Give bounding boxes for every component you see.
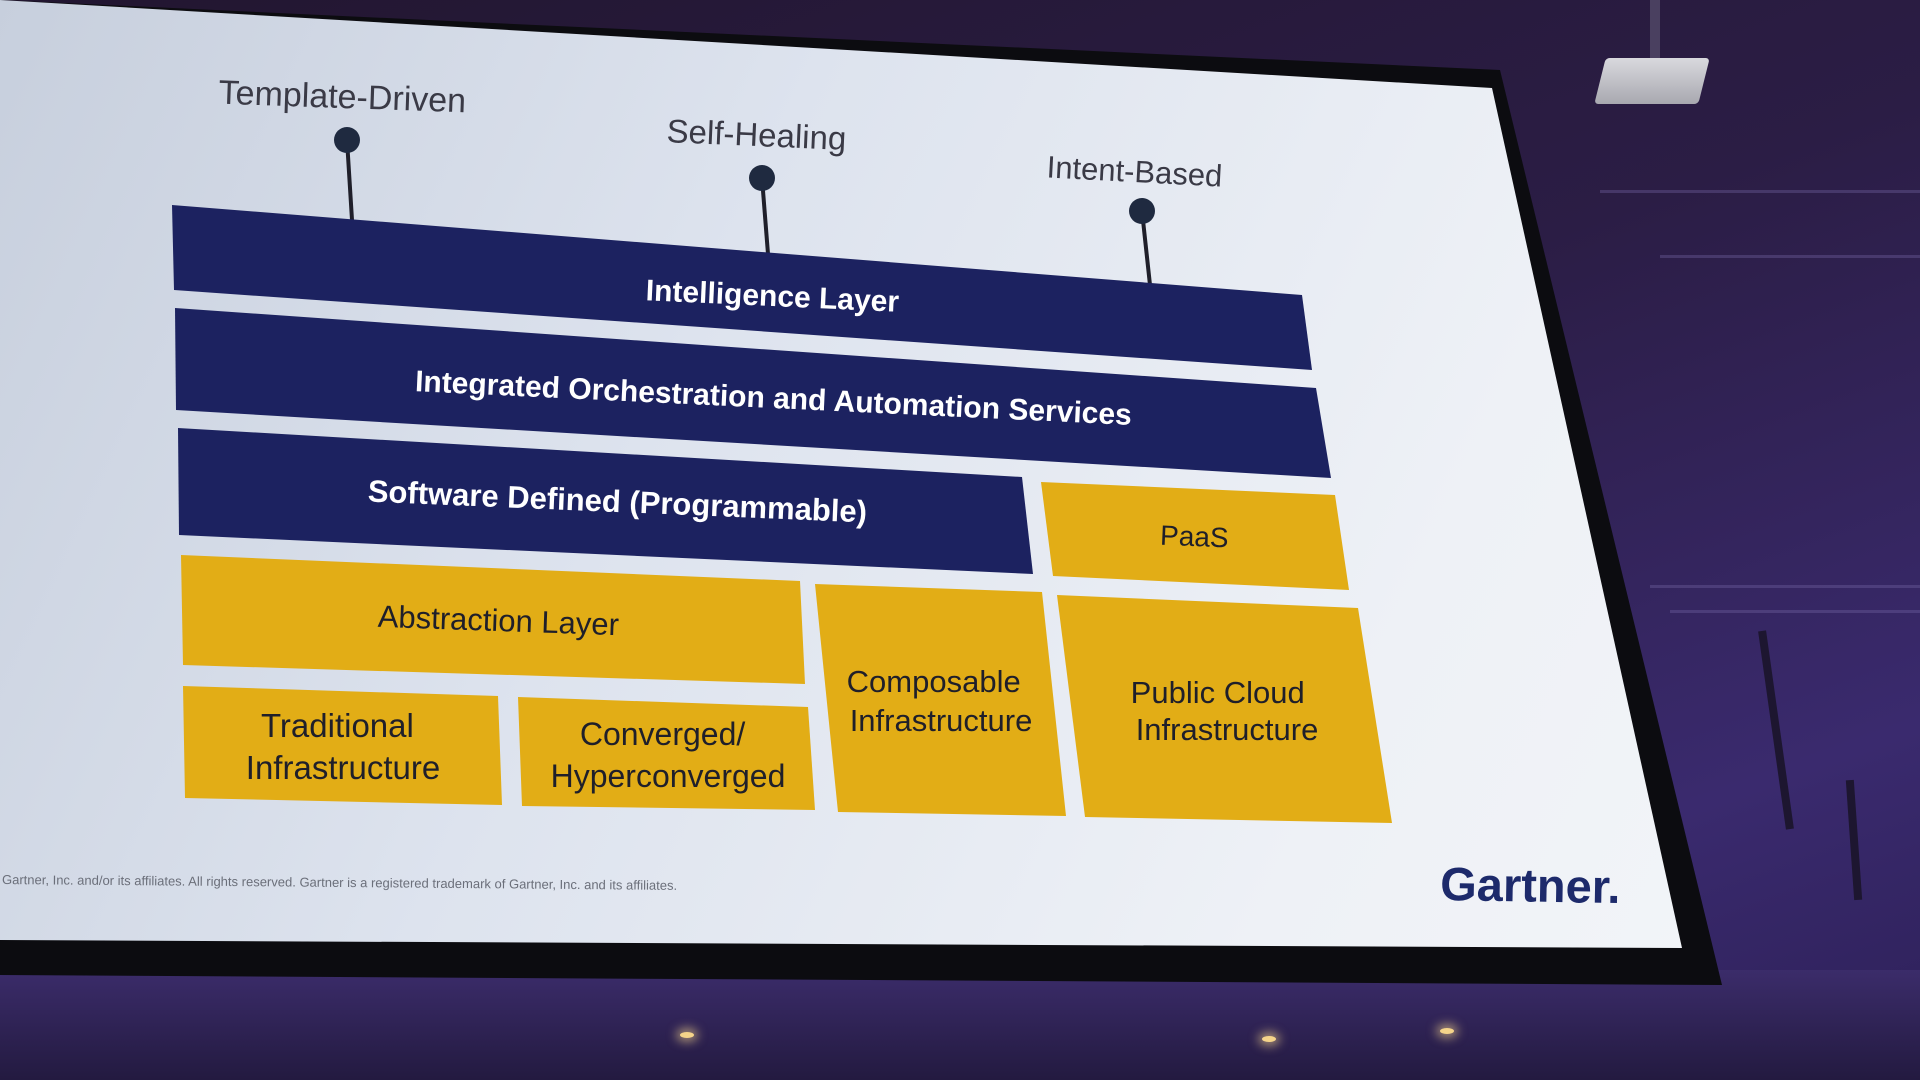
abstraction-layer: Abstraction Layer: [181, 555, 805, 684]
projector-mount: [1650, 0, 1660, 60]
paas-block: PaaS: [1041, 482, 1349, 590]
stem-template-driven: Template-Driven: [218, 74, 467, 221]
orchestration-layer: Integrated Orchestration and Automation …: [175, 308, 1331, 478]
stem-label-self-healing: Self-Healing: [666, 112, 847, 157]
stage-light: [1440, 1028, 1454, 1034]
ceiling-beam: [1670, 610, 1920, 613]
converged-label-line-1: Converged/: [580, 716, 746, 752]
stem-self-healing: Self-Healing: [666, 112, 847, 255]
traditional-label-line-1: Traditional: [261, 707, 414, 744]
software-defined-layer: Software Defined (Programmable): [178, 428, 1033, 574]
paas-block-label: PaaS: [1160, 520, 1230, 554]
converged-hyperconverged-block: Converged/ Hyperconverged: [518, 697, 815, 810]
floor-area: [0, 970, 1920, 1080]
intelligence-layer: Intelligence Layer: [172, 205, 1312, 370]
ceiling-beam: [1660, 255, 1920, 258]
stem-intent-based: Intent-Based: [1046, 149, 1223, 286]
traditional-label-line-2: Infrastructure: [246, 749, 440, 786]
stem-label-intent-based: Intent-Based: [1046, 149, 1223, 193]
stage-light: [680, 1032, 694, 1038]
public-cloud-label-line-2: Infrastructure: [1136, 712, 1319, 747]
composable-infrastructure-label: Composable Infrastructure: [847, 664, 1033, 738]
converged-label-line-2: Hyperconverged: [551, 758, 786, 794]
public-cloud-infrastructure-block: Public Cloud Infrastructure: [1057, 595, 1392, 823]
traditional-infrastructure-block: Traditional Infrastructure: [183, 686, 502, 805]
footer-copyright: Gartner, Inc. and/or its affiliates. All…: [2, 872, 677, 893]
stem-label-template-driven: Template-Driven: [218, 74, 467, 121]
public-cloud-infrastructure-label: Public Cloud Infrastructure: [1131, 675, 1319, 747]
composable-infrastructure-block: Composable Infrastructure: [815, 584, 1066, 816]
traditional-infrastructure-label: Traditional Infrastructure: [246, 707, 440, 786]
composable-label-line-2: Infrastructure: [850, 703, 1033, 738]
ceiling-beam: [1650, 585, 1920, 588]
composable-label-line-1: Composable: [847, 664, 1021, 699]
gartner-logo: Gartner.: [1440, 857, 1621, 913]
ceiling-beam: [1600, 190, 1920, 193]
converged-hyperconverged-label: Converged/ Hyperconverged: [551, 716, 786, 794]
public-cloud-label-line-1: Public Cloud: [1131, 675, 1305, 710]
stage-light: [1262, 1036, 1276, 1042]
abstraction-layer-label: Abstraction Layer: [377, 599, 619, 642]
